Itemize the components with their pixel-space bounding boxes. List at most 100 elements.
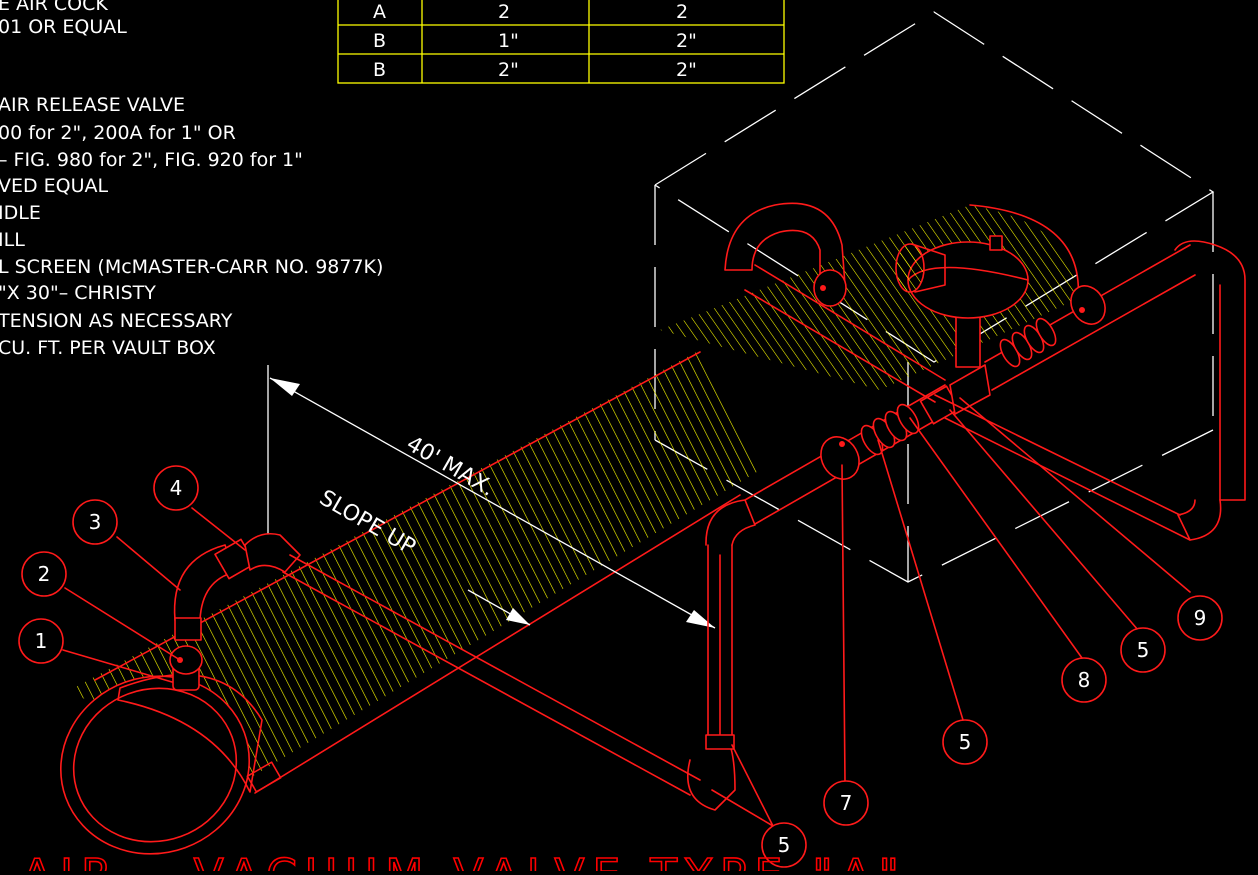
saddle-bolt	[246, 761, 282, 793]
leader-7	[841, 464, 846, 783]
table-cell: 2"	[676, 30, 697, 52]
main-pipe-inner-wall	[72, 687, 238, 843]
callout-bubble	[72, 499, 118, 545]
note-line-4: 00 for 2", 200A for 1" OR	[0, 122, 236, 144]
dimension-line	[269, 377, 716, 629]
valve-riser	[955, 311, 981, 368]
note-line-6: VED EQUAL	[0, 175, 109, 197]
main-pipe-far-end	[969, 204, 1080, 301]
callout-number: 5	[778, 833, 791, 857]
air-valve-piping	[169, 202, 1246, 811]
callout-number: 8	[1078, 668, 1091, 692]
callout-bubble	[153, 465, 199, 511]
note-line-12: CU. FT. PER VAULT BOX	[0, 337, 216, 359]
threaded-nipple	[999, 317, 1057, 368]
vent-pipe	[754, 264, 946, 381]
note-line-1: E AIR COCK	[0, 0, 108, 15]
general-notes: E AIR COCK 01 OR EQUAL AIR RELEASE VALVE…	[0, 0, 383, 359]
leader-5	[731, 744, 774, 827]
corporation-stop	[169, 645, 203, 675]
leader-1	[62, 649, 173, 683]
main-pipe-open-end	[59, 675, 251, 855]
main-pipe-bottom-edge	[254, 494, 741, 794]
size-table-border	[337, 0, 785, 84]
drawing-title: AIR – VACUUM VALVE TYPE "A"	[22, 850, 907, 871]
callout-bubble	[18, 618, 64, 664]
elbow-far	[1174, 240, 1246, 501]
table-cell: 2"	[676, 59, 697, 81]
leader-5	[877, 439, 964, 721]
callout-number: 5	[1137, 638, 1150, 662]
size-table: A 2 2 B 1" 2" B 2" 2"	[337, 0, 785, 84]
insect-screen	[895, 243, 925, 293]
callout-number: 2	[38, 562, 51, 586]
return-pipe	[934, 394, 1181, 516]
elbow-5	[686, 744, 736, 811]
callout-number: 9	[1194, 606, 1207, 630]
union-dot	[1079, 307, 1085, 313]
pipe-coupling	[705, 734, 735, 750]
valve-lever	[989, 235, 1003, 251]
pipe-run-top	[289, 554, 701, 781]
note-line-3: AIR RELEASE VALVE	[0, 94, 185, 116]
callout-number: 4	[170, 476, 183, 500]
pipe-run-bottom	[282, 571, 691, 796]
leader-5	[949, 409, 1139, 631]
callout-number: 7	[840, 791, 853, 815]
union	[1070, 285, 1106, 325]
note-line-11: TENSION AS NECESSARY	[0, 310, 233, 332]
elbow-upper	[705, 499, 756, 546]
leader-2	[64, 587, 181, 661]
note-line-7: IDLE	[0, 202, 41, 224]
note-line-2: 01 OR EQUAL	[0, 16, 127, 38]
union-dot	[839, 441, 845, 447]
return-pipe	[944, 417, 1191, 541]
leader-5	[711, 789, 774, 827]
callout-bubble	[942, 719, 988, 765]
leader-4	[191, 507, 246, 551]
table-cell: 2	[676, 1, 688, 23]
leader-3	[116, 536, 181, 591]
pipe-run-far-bottom	[991, 274, 1196, 391]
note-line-8: ILL	[0, 229, 25, 251]
callout-bubble	[1061, 657, 1107, 703]
callout-bubble	[761, 822, 807, 868]
dimension-arrowhead	[270, 378, 300, 396]
union-7	[820, 436, 860, 480]
note-line-9: L SCREEN (McMASTER-CARR NO. 9877K)	[0, 256, 383, 278]
air-release-valve-body	[907, 241, 1029, 319]
callout-number: 3	[89, 510, 102, 534]
slope-arrowhead	[506, 608, 530, 625]
callout-number: 1	[35, 629, 48, 653]
table-cell: A	[373, 1, 386, 23]
note-line-10: "X 30"– CHRISTY	[0, 282, 156, 304]
note-line-5: – FIG. 980 for 2", FIG. 920 for 1"	[0, 149, 303, 171]
callout-bubble	[21, 551, 67, 597]
tee-4	[244, 532, 301, 573]
callout-bubble	[823, 780, 869, 826]
callout-bubbles: 1 2 3 4 5 5 5 7 8 9	[18, 465, 1223, 868]
union	[813, 269, 847, 307]
vent-pipe	[744, 289, 936, 403]
leader-8	[909, 417, 1083, 659]
dimension-arrowhead	[686, 610, 715, 628]
threaded-nipple	[860, 403, 920, 456]
table-cell: B	[373, 59, 386, 81]
callout-number: 5	[959, 730, 972, 754]
callout-leaders	[62, 397, 1191, 827]
callout-bubble	[1120, 627, 1166, 673]
elbow-far-bottom	[1177, 499, 1222, 541]
leader-9	[959, 397, 1191, 593]
callout-bubble	[1177, 595, 1223, 641]
table-cell: B	[373, 30, 386, 52]
union-dot	[820, 285, 826, 291]
screen-housing	[911, 243, 946, 293]
table-cell: 2	[498, 1, 510, 23]
main-pipe-hatch	[70, 350, 760, 790]
table-cell: 2"	[498, 59, 519, 81]
gooseneck-vent	[724, 202, 846, 286]
pipe-coupling	[174, 617, 202, 641]
table-cell: 1"	[498, 30, 519, 52]
